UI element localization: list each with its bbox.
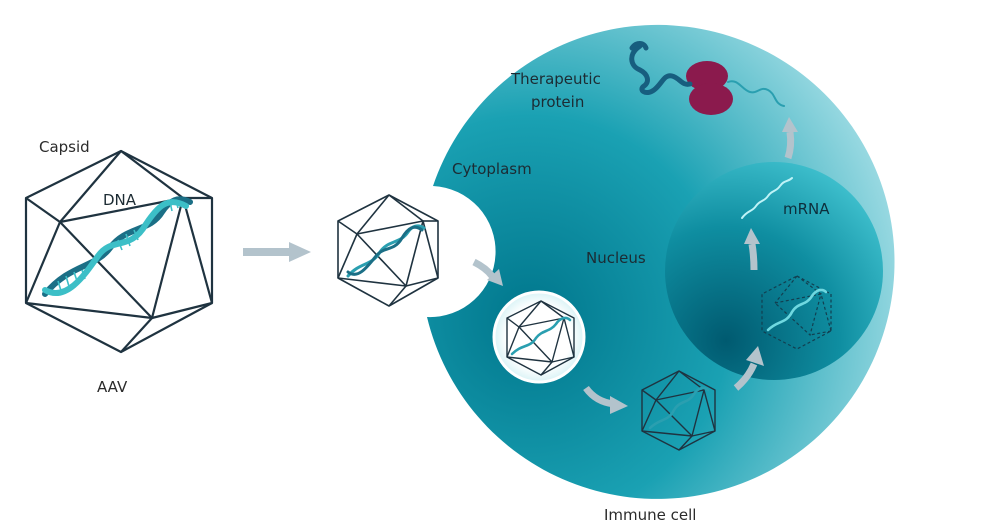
mrna-strand-icon [741, 177, 793, 219]
cytoplasm-label: Cytoplasm [452, 160, 532, 178]
aav-label: AAV [97, 378, 128, 396]
arrow-aav-to-cell [243, 242, 311, 262]
aav-capsid-large-icon [24, 149, 214, 354]
aav-capsid-entering-icon [337, 194, 439, 307]
dna-helix-large-icon [42, 196, 193, 297]
mrna-label: mRNA [783, 200, 830, 218]
dna-helix-cytoplasm-icon [648, 386, 710, 430]
pathway-arrowheads [487, 117, 798, 414]
protein-chain-icon [629, 41, 693, 95]
ribosome-icon [686, 61, 733, 115]
aav-capsid-endosome-icon [506, 300, 575, 376]
mrna-translating-icon [727, 80, 785, 107]
dna-helix-entering-strand-icon [346, 225, 424, 276]
dna-label: DNA [103, 191, 137, 209]
dna-helix-endosome-icon [510, 316, 572, 356]
therapeutic-protein-label-line1: Therapeutic [511, 70, 601, 88]
therapeutic-protein-label-line2: protein [531, 93, 585, 111]
aav-capsid-cytoplasm-icon [641, 370, 716, 451]
capsid-label: Capsid [39, 138, 90, 156]
nucleus [665, 162, 883, 380]
immune-cell-label: Immune cell [604, 506, 697, 524]
dna-helix-nucleus-icon [766, 288, 828, 332]
nucleus-label: Nucleus [586, 249, 646, 267]
